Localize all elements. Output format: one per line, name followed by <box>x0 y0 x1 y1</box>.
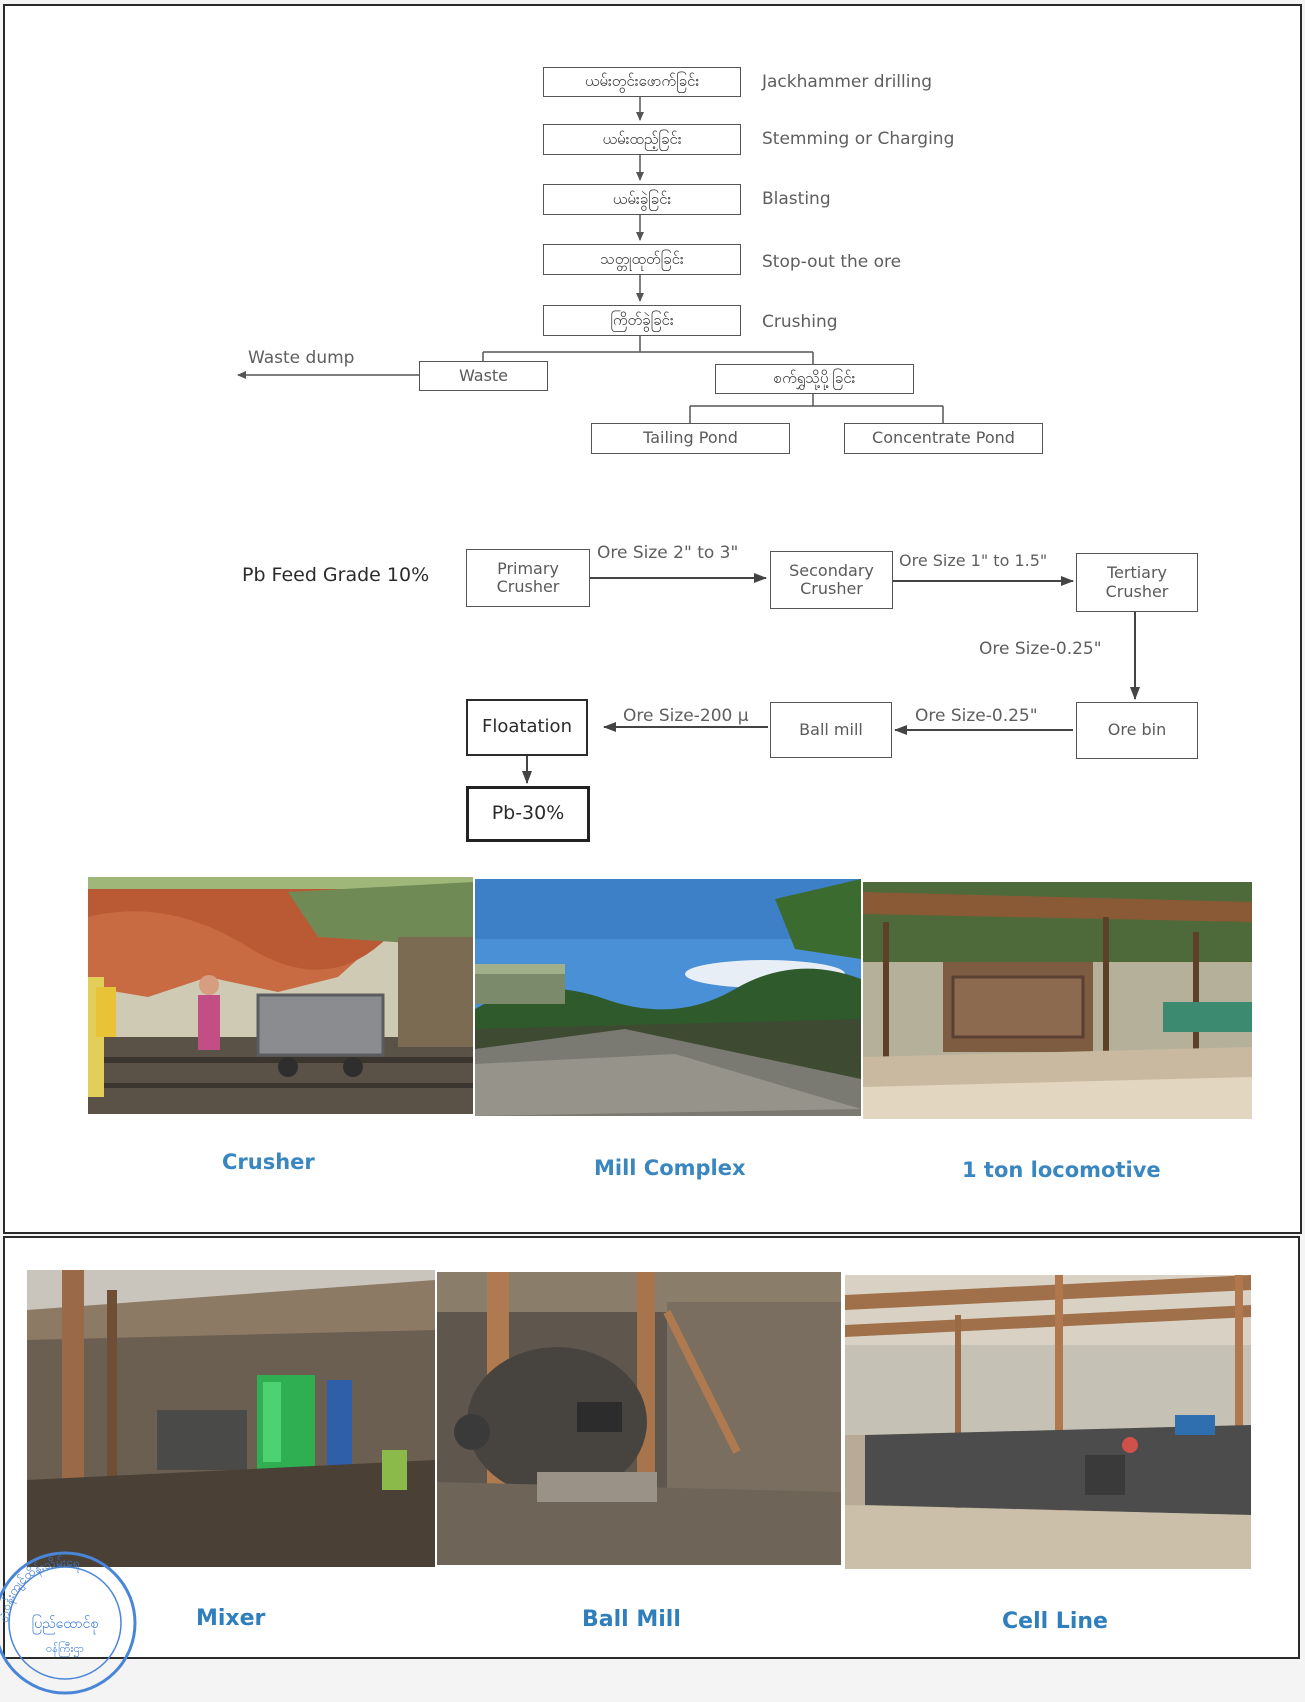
caption-mill-complex: Mill Complex <box>594 1156 746 1180</box>
svg-text:ပြည်ထောင်စု: ပြည်ထောင်စု <box>32 1615 99 1634</box>
floatation-box: Floatation <box>466 699 588 756</box>
caption-ball-mill: Ball Mill <box>582 1607 681 1632</box>
step-label-blasting: Blasting <box>762 189 831 209</box>
photo-ball-mill <box>437 1272 841 1565</box>
caption-crusher: Crusher <box>222 1150 315 1174</box>
separation-box: စက်ရွှသို့ပို့ခြင်း <box>715 364 914 394</box>
ore-bin-box: Ore bin <box>1076 702 1198 759</box>
size-label-2: Ore Size 1" to 1.5" <box>899 551 1048 570</box>
size-label-4: Ore Size-0.25" <box>915 706 1038 726</box>
product-box: Pb-30% <box>466 786 590 842</box>
svg-text:ဝန်ကြီးဌာ: ဝန်ကြီးဌာ <box>46 1641 84 1657</box>
waste-dump-label: Waste dump <box>248 348 355 368</box>
size-label-1: Ore Size 2" to 3" <box>597 543 739 563</box>
flow-connectors <box>237 97 1140 784</box>
official-stamp: တ်ဝန်းကျင်ထိန်းသိမ်းရေ ပြည်ထောင်စု ဝန်ကြ… <box>0 1548 140 1698</box>
photo-mixer <box>27 1270 435 1567</box>
secondary-crusher-box: Secondary Crusher <box>770 551 893 609</box>
crushing-arrows <box>522 573 1140 784</box>
size-label-5: Ore Size-200 μ <box>623 706 749 726</box>
caption-cell-line: Cell Line <box>1002 1609 1108 1634</box>
photo-crusher <box>88 877 473 1114</box>
step-arrows <box>237 97 944 423</box>
step-box-crushing: ကြိတ်ခွဲခြင်း <box>543 305 741 336</box>
svg-text:တ်ဝန်းကျင်ထိန်းသိမ်းရေ: တ်ဝန်းကျင်ထိန်းသိမ်းရေ <box>0 1554 81 1624</box>
caption-locomotive: 1 ton locomotive <box>962 1158 1161 1182</box>
tertiary-crusher-box: Tertiary Crusher <box>1076 553 1198 612</box>
step-label-stopout: Stop-out the ore <box>762 252 902 272</box>
waste-box: Waste <box>419 361 548 391</box>
photo-locomotive <box>863 882 1252 1119</box>
step-box-charging: ယမ်းထည့်ခြင်း <box>543 124 741 155</box>
step-box-drilling: ယမ်းတွင်းဖောက်ခြင်း <box>543 67 741 97</box>
photo-cell-line <box>845 1275 1251 1569</box>
step-label-crushing: Crushing <box>762 312 838 332</box>
step-box-blasting: ယမ်းခွဲခြင်း <box>543 184 741 215</box>
feed-grade-label: Pb Feed Grade 10% <box>242 564 430 586</box>
caption-mixer: Mixer <box>196 1606 266 1631</box>
concentrate-pond-box: Concentrate Pond <box>844 423 1043 454</box>
tailing-pond-box: Tailing Pond <box>591 423 790 454</box>
step-label-drilling: Jackhammer drilling <box>762 72 933 92</box>
ball-mill-box: Ball mill <box>770 702 892 758</box>
step-box-stopout: သတ္တုထုတ်ခြင်း <box>543 244 741 275</box>
step-label-charging: Stemming or Charging <box>762 129 955 149</box>
primary-crusher-box: Primary Crusher <box>466 549 590 607</box>
size-label-3: Ore Size-0.25" <box>979 639 1102 659</box>
photo-mill-complex <box>475 879 861 1116</box>
